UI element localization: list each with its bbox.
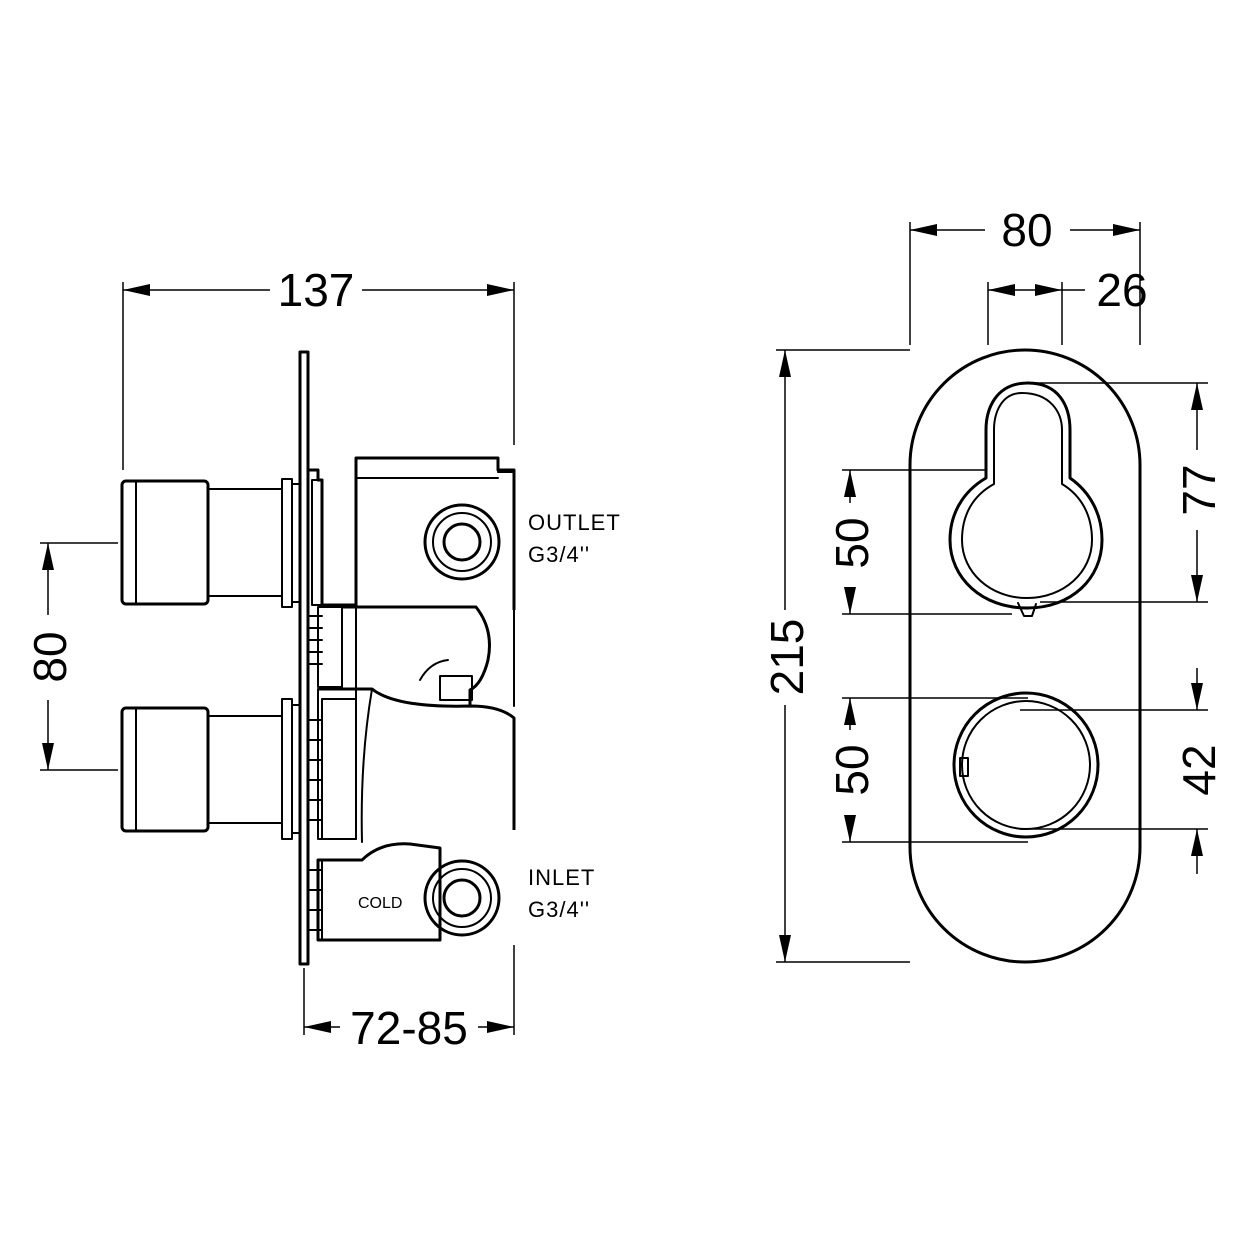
plate-height-label: 215 <box>761 619 813 696</box>
wall-plate-side <box>298 350 310 966</box>
oval-plate-front <box>908 348 1142 964</box>
outlet-thread-label: G3/4'' <box>528 542 590 567</box>
outlet-label: OUTLET <box>528 510 621 535</box>
lower-round-handle-front <box>952 691 1100 839</box>
handle-spacing-label: 80 <box>24 631 76 682</box>
front-view: 80 26 215 50 <box>761 204 1225 964</box>
dimension-upper-span: 77 <box>1020 382 1225 603</box>
cold-label: COLD <box>358 895 402 912</box>
inlet-thread-label: G3/4'' <box>528 897 590 922</box>
dimension-plate-height: 215 <box>761 349 910 963</box>
upper-handle-side <box>120 478 301 608</box>
overall-depth-label: 137 <box>278 264 355 316</box>
dimension-handle-offset: 26 <box>987 264 1148 345</box>
side-view: 137 80 72-85 <box>24 264 621 1054</box>
handle-offset-label: 26 <box>1096 264 1147 316</box>
dimension-overall-depth: 137 <box>122 264 515 470</box>
lower-span-label: 42 <box>1173 744 1225 795</box>
dimension-lower-span: 42 <box>1020 668 1225 874</box>
inlet-label: INLET <box>528 865 595 890</box>
dimension-lower-handle-height: 50 <box>826 697 1028 843</box>
upper-lever-handle-front <box>948 381 1104 617</box>
plate-width-label: 80 <box>1001 204 1052 256</box>
dimension-wall-depth: 72-85 <box>303 945 515 1054</box>
dimension-plate-width: 80 <box>909 204 1141 345</box>
lower-handle-side <box>120 698 301 840</box>
upper-span-label: 77 <box>1173 464 1225 515</box>
valve-body-side <box>307 456 516 942</box>
wall-depth-label: 72-85 <box>350 1002 468 1054</box>
upper-handle-height-label: 50 <box>826 517 878 568</box>
lower-handle-height-label: 50 <box>826 744 878 795</box>
dimension-handle-spacing: 80 <box>24 542 118 771</box>
dimension-upper-handle-height: 50 <box>826 469 1012 615</box>
